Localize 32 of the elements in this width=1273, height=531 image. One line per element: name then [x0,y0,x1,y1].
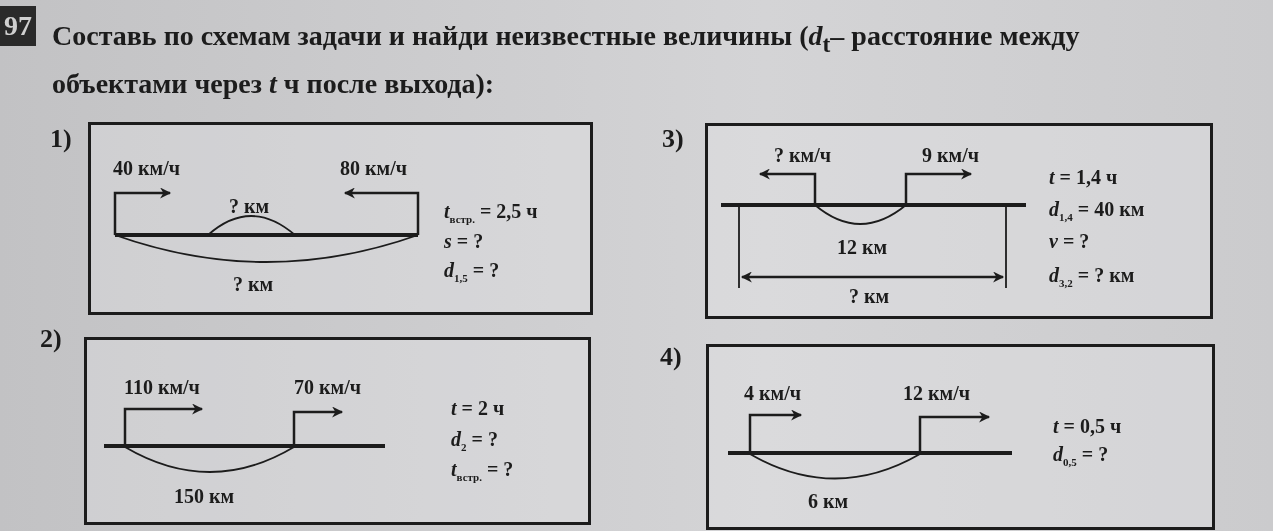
distance-label: 12 км [837,237,888,257]
given-value: d$_{3,2}$ = ? км [1049,265,1135,289]
speed-label: 70 км/ч [294,377,361,397]
given-value: t$_{встр.}$ = 2,5 ч [444,201,538,225]
speed-label: ? км/ч [774,145,831,165]
speed-label: 40 км/ч [113,158,180,178]
given-value: t$_{встр.}$ = ? [451,459,514,483]
speed-label: 9 км/ч [922,145,979,165]
task-heading: Составь по схемам задачи и найди неизвестные величины (d$_{t}$– расстояние между объектами через t ч после выхода): [52,19,1081,101]
speed-label: 4 км/ч [744,383,801,403]
speed-label: 80 км/ч [340,158,407,178]
given-value: d$_{1,5}$ = ? [444,260,500,284]
distance-label: 6 км [808,491,849,511]
problem-number: 4) [660,344,682,370]
distance-label: ? км [849,286,890,306]
given-value: d$_{2}$ = ? [451,429,498,453]
given-value: d$_{0,5}$ = ? [1053,444,1109,468]
distance-label: ? км [229,196,270,216]
given-value: t = 1,4 ч [1049,167,1118,187]
task-number: 97 [0,6,36,46]
distance-label: 150 км [174,486,235,506]
problem-number: 1) [50,126,72,152]
given-value: t = 2 ч [451,398,505,418]
given-value: v = ? [1049,231,1090,251]
problem-number: 3) [662,126,684,152]
given-value: s = ? [444,231,484,251]
speed-label: 12 км/ч [903,383,970,403]
problem-number: 2) [40,326,62,352]
given-value: t = 0,5 ч [1053,416,1122,436]
distance-label: ? км [233,274,274,294]
given-value: d$_{1,4}$ = 40 км [1049,199,1145,223]
speed-label: 110 км/ч [124,377,200,397]
